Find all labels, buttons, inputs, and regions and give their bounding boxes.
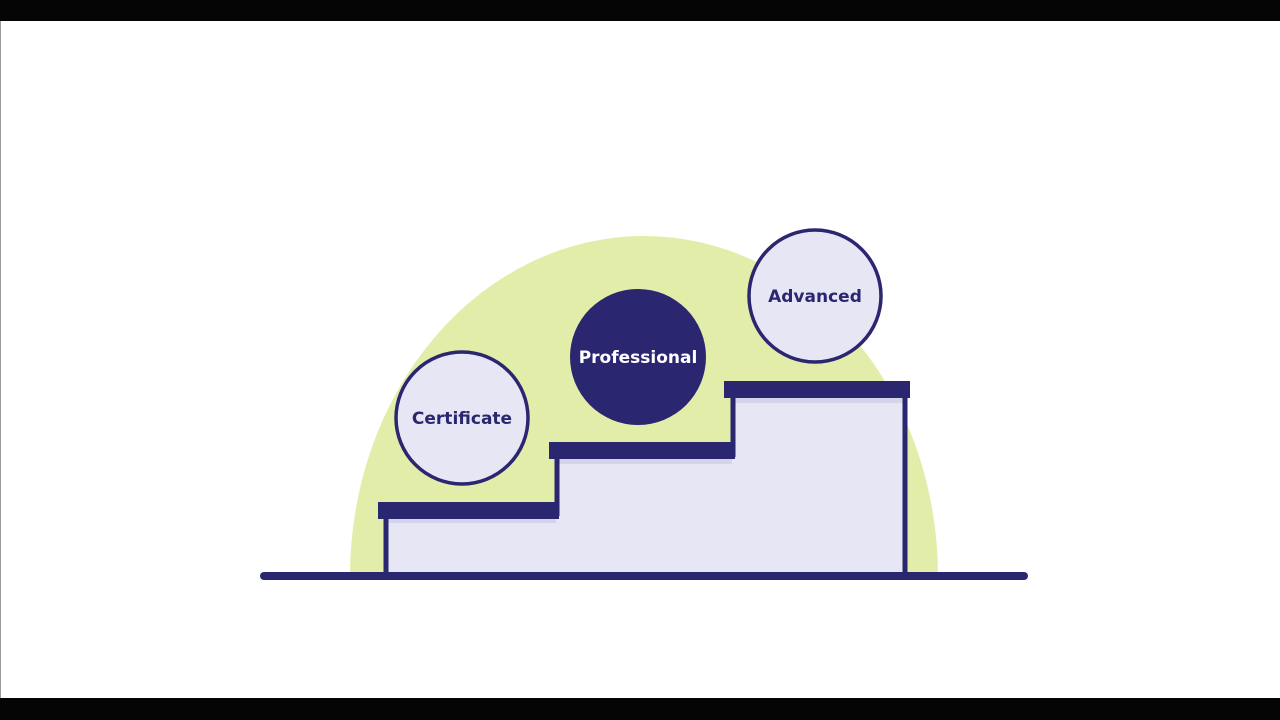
tread-shadow <box>558 459 732 464</box>
step-advanced: Advanced <box>747 228 883 364</box>
tread-1 <box>378 502 559 519</box>
step-certificate: Certificate <box>394 350 530 486</box>
letterbox-top <box>0 0 1280 21</box>
professional-label: Professional <box>579 348 698 368</box>
letterbox-bottom <box>0 698 1280 720</box>
advanced-circle <box>747 228 883 364</box>
tread-shadow <box>734 398 904 403</box>
staircase-body <box>386 394 906 576</box>
tread-shadow <box>388 518 556 523</box>
professional-circle <box>570 289 706 425</box>
advanced-label: Advanced <box>768 287 862 307</box>
tread-2 <box>549 442 735 459</box>
step-professional: Professional <box>570 289 706 425</box>
certificate-label: Certificate <box>412 409 512 429</box>
certificate-circle <box>394 350 530 486</box>
tread-3 <box>724 381 910 398</box>
